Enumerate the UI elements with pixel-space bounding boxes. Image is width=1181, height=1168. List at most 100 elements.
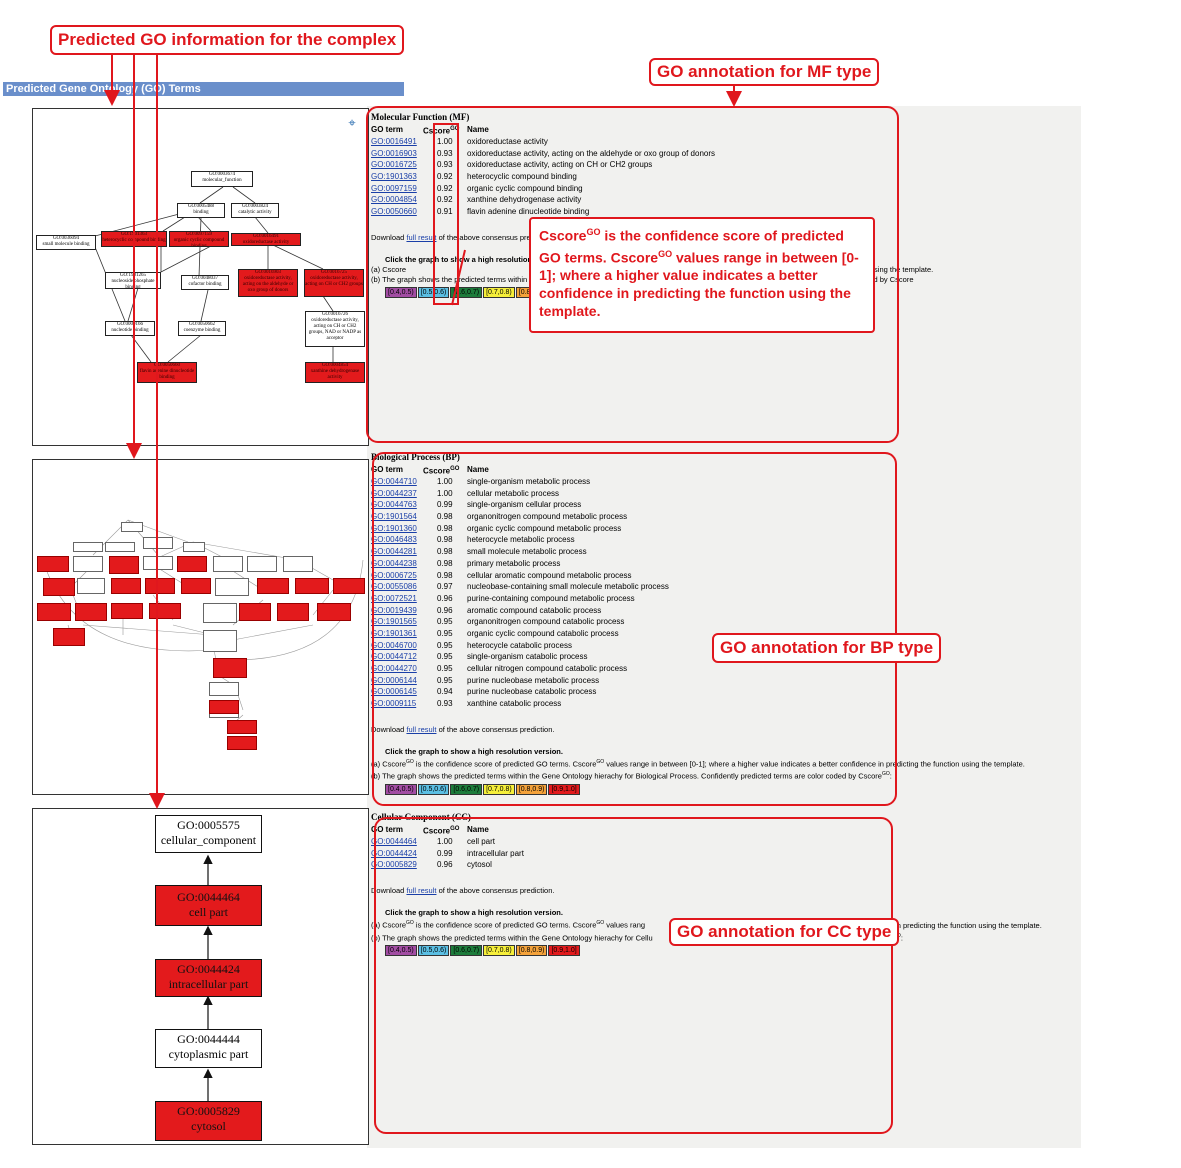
go-term-name: oxidoreductase activity, acting on CH or… — [467, 160, 653, 170]
bp-node-red[interactable] — [277, 603, 309, 621]
bp-node-red[interactable] — [53, 628, 85, 646]
bp-node[interactable] — [183, 542, 205, 552]
go-term-link[interactable]: GO:0005829 — [371, 860, 417, 870]
go-term-link[interactable]: GO:0009115 — [371, 699, 417, 709]
go-term-link[interactable]: GO:0097159 — [371, 183, 417, 193]
bp-node-red[interactable] — [209, 700, 239, 714]
bp-node-red[interactable] — [213, 658, 247, 678]
bp-node[interactable] — [77, 578, 105, 594]
mf-full-result-link[interactable]: full result — [406, 232, 437, 242]
go-term-name: oxidoreductase activity, acting on the a… — [467, 148, 716, 158]
go-term-link[interactable]: GO:0046700 — [371, 640, 417, 650]
go-term-link[interactable]: GO:0016491 — [371, 137, 417, 146]
go-term-link[interactable]: GO:0046483 — [371, 535, 417, 545]
mf-graph-edges — [94, 186, 334, 363]
bp-node-red[interactable] — [227, 720, 257, 734]
bp-node-red[interactable] — [111, 578, 141, 594]
bp-node[interactable] — [73, 542, 103, 552]
download-suffix: of the above consensus prediction. — [438, 886, 555, 896]
bp-node[interactable] — [105, 542, 135, 552]
bp-node-red[interactable] — [177, 556, 207, 572]
bp-node[interactable] — [73, 556, 103, 572]
go-term-link[interactable]: GO:0044270 — [371, 664, 417, 673]
zoom-icon[interactable]: ⌖ — [348, 115, 356, 130]
go-term-link[interactable]: GO:0004854 — [371, 195, 417, 205]
bp-node[interactable] — [213, 556, 243, 572]
cc-full-result-link[interactable]: full result — [406, 886, 437, 896]
go-term-link[interactable]: GO:0044238 — [371, 558, 417, 568]
bp-node[interactable] — [247, 556, 277, 572]
bp-node-red[interactable] — [75, 603, 107, 621]
go-term-link[interactable]: GO:0044464 — [371, 837, 417, 846]
go-term-link[interactable]: GO:0016903 — [371, 148, 417, 158]
go-term-link[interactable]: GO:0044710 — [371, 477, 417, 486]
go-term-link[interactable]: GO:0044237 — [371, 488, 417, 498]
bp-node-red[interactable] — [333, 578, 365, 594]
bp-node-red[interactable] — [37, 603, 71, 621]
go-term-link[interactable]: GO:0050660 — [371, 207, 417, 217]
bp-node-red[interactable] — [317, 603, 351, 621]
go-term-link[interactable]: GO:0006144 — [371, 675, 417, 685]
go-term-link[interactable]: GO:1901360 — [371, 523, 417, 533]
bp-node-red[interactable] — [109, 556, 139, 574]
go-term-link[interactable]: GO:0044424 — [371, 848, 417, 858]
bp-node-red[interactable] — [181, 578, 211, 594]
bp-node-red[interactable] — [257, 578, 289, 594]
bp-title: Biological Process (BP) — [371, 452, 460, 462]
go-term-link[interactable]: GO:0044763 — [371, 500, 417, 510]
bp-node-red[interactable] — [37, 556, 69, 572]
bp-graph[interactable] — [32, 459, 369, 795]
go-term-link[interactable]: GO:0006725 — [371, 570, 417, 580]
bp-node[interactable] — [121, 522, 143, 532]
go-term-link[interactable]: GO:0006145 — [371, 687, 417, 697]
bp-node[interactable] — [209, 682, 239, 696]
bp-node[interactable] — [203, 603, 237, 623]
bp-node[interactable] — [215, 578, 249, 596]
bp-node-red[interactable] — [43, 578, 75, 596]
go-term-link[interactable]: GO:0044712 — [371, 652, 417, 662]
bp-node[interactable] — [203, 630, 237, 652]
go-term-link[interactable]: GO:0072521 — [371, 593, 417, 603]
bp-full-result-link[interactable]: full result — [406, 724, 437, 734]
legend-item: [0.8,0.9) — [515, 783, 548, 795]
bp-node-red[interactable] — [295, 578, 329, 594]
go-term-link[interactable]: GO:0044281 — [371, 547, 417, 557]
col-cscore-sup: GO — [450, 826, 460, 832]
go-term-link[interactable]: GO:1901361 — [371, 628, 417, 638]
bp-node-red[interactable] — [145, 578, 175, 594]
bp-node-red[interactable] — [227, 736, 257, 750]
bp-node[interactable] — [283, 556, 313, 572]
go-term-link[interactable]: GO:0055086 — [371, 582, 417, 592]
go-term-link[interactable]: GO:1901564 — [371, 512, 417, 522]
bp-node-red[interactable] — [111, 603, 143, 619]
go-term-link[interactable]: GO:1901363 — [371, 172, 417, 182]
bp-node-red[interactable] — [239, 603, 271, 621]
go-term-link[interactable]: GO:0016725 — [371, 160, 417, 170]
col-cscore: CscoreGO — [423, 824, 459, 837]
go-term-link[interactable]: GO:1901565 — [371, 617, 417, 627]
go-term-link[interactable]: GO:0019439 — [371, 605, 417, 615]
